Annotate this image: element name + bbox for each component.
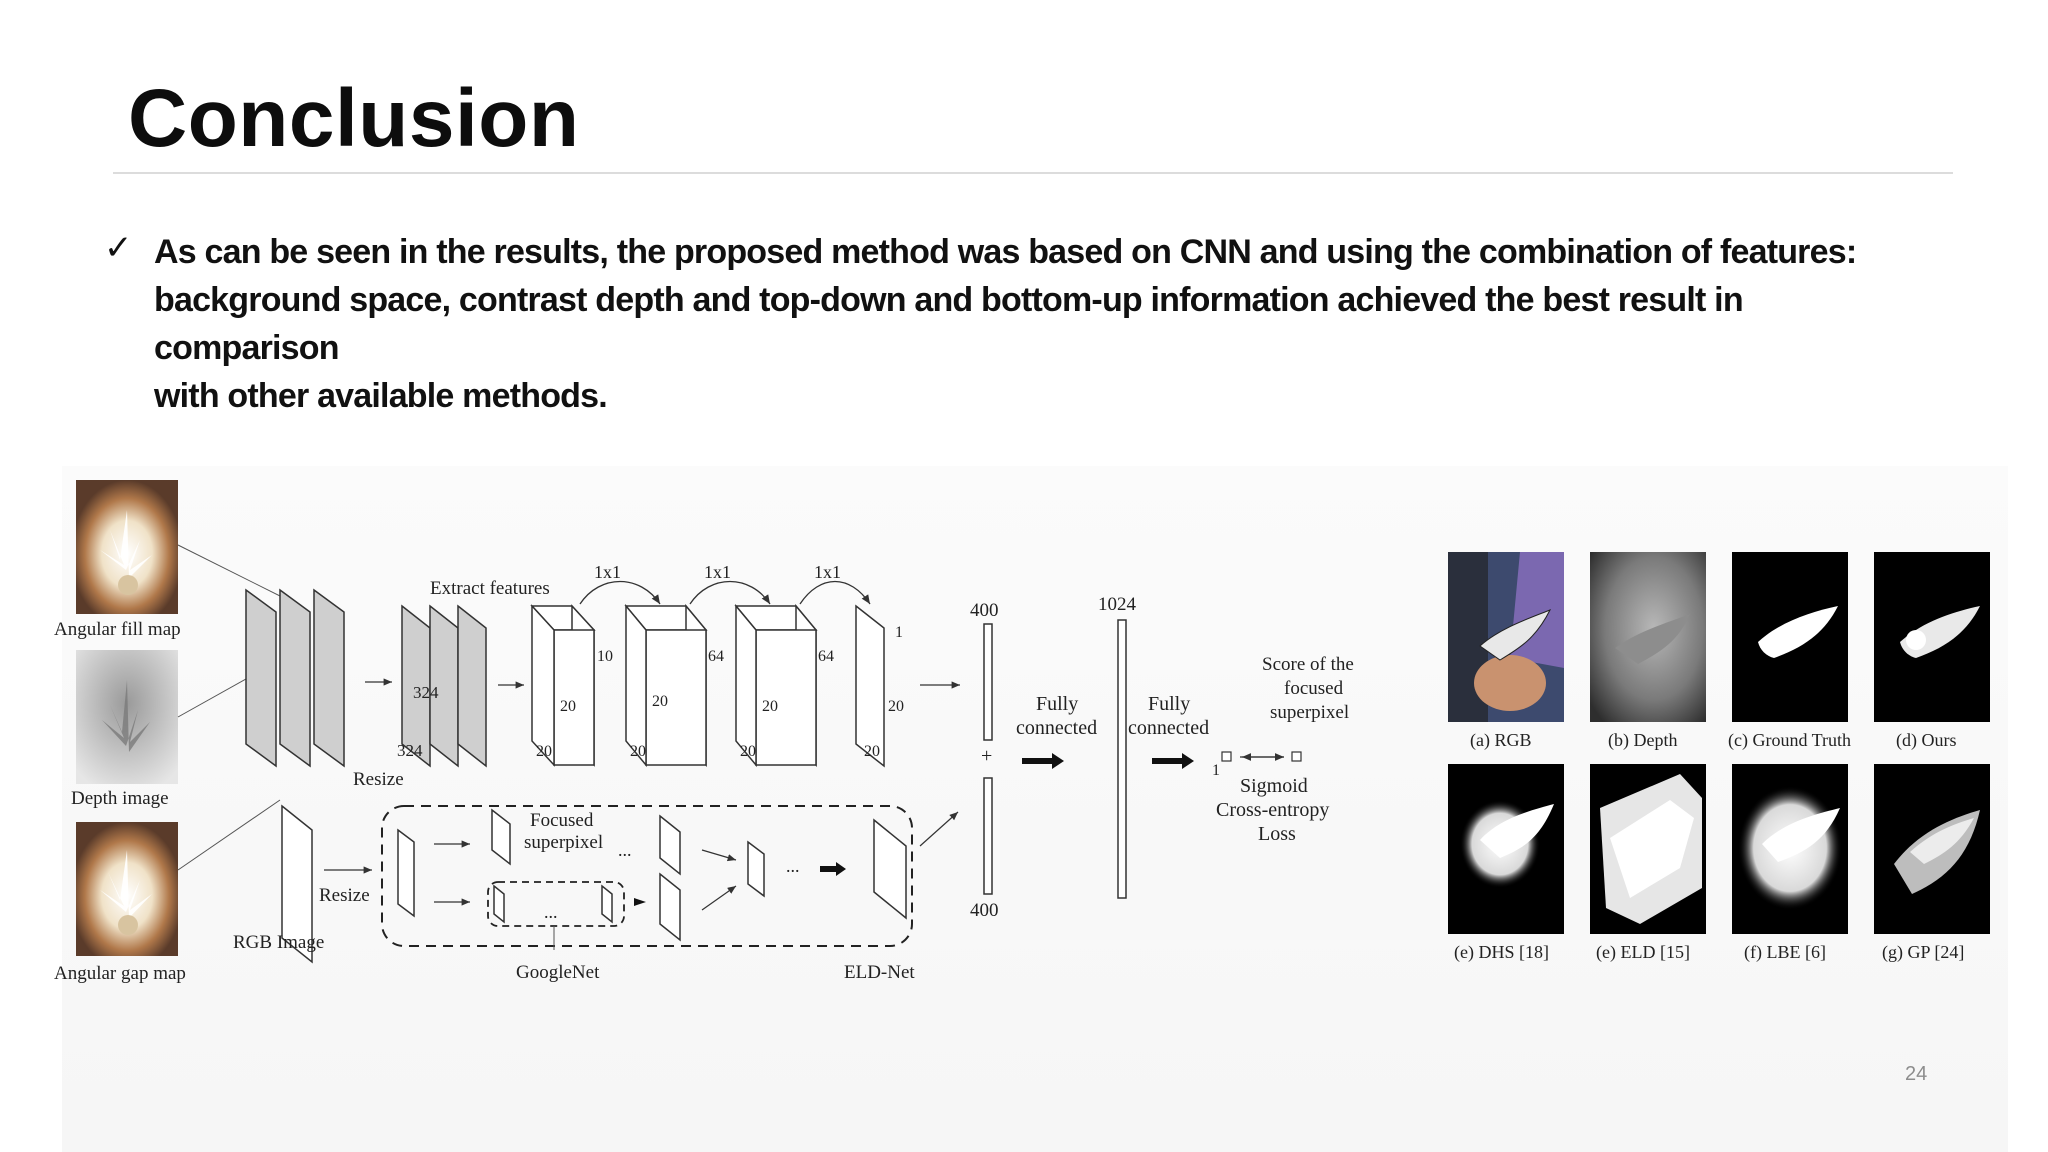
score-line-2: focused [1284,678,1344,699]
dim-64-a: 64 [708,648,724,665]
connected-b: connected [1128,717,1209,739]
dim-324-b: 324 [397,741,423,760]
vector-1024 [1117,619,1127,899]
result-ground-truth [1732,552,1848,722]
conv-block-1 [530,604,596,767]
dim-64-b: 64 [818,648,834,665]
title-divider [113,172,1953,174]
label-angular-gap-map: Angular gap map [54,963,186,984]
vector-400-top [983,623,993,741]
kernel-1x1-a: 1x1 [594,562,621,582]
caption-ground-truth: (c) Ground Truth [1728,730,1851,751]
label-extract-features: Extract features [430,578,550,599]
vector-400-bottom [983,777,993,895]
caption-lbe: (f) LBE [6] [1744,942,1826,963]
loss-line-3: Loss [1258,823,1296,845]
label-focused: Focused [530,810,594,831]
label-angular-fill-map: Angular fill map [54,619,181,640]
fully-b: Fully [1148,693,1190,715]
dim-1024: 1024 [1098,594,1137,615]
caption-dhs: (e) DHS [18] [1454,942,1549,963]
dim-1: 1 [895,624,903,641]
dim-1-output: 1 [1212,762,1220,779]
caption-depth: (b) Depth [1608,730,1677,751]
input-angular-gap-map [76,822,178,956]
ellipsis-c: ... [786,856,800,876]
conv-block-3 [734,603,818,768]
result-depth [1590,552,1706,722]
results-grid: (a) RGB (b) Depth (c) Ground Truth (d) O… [1448,552,1990,963]
page-number: 24 [1905,1063,1928,1085]
result-dhs [1448,764,1564,934]
result-gp [1874,764,1990,934]
page-title: Conclusion [128,73,580,164]
dim-20-d: 20 [630,743,646,760]
loss-line-2: Cross-entropy [1216,799,1329,821]
caption-gp: (g) GP [24] [1882,942,1964,963]
conv-block-2 [624,603,708,768]
label-depth-image: Depth image [71,788,169,809]
label-googlenet: GoogleNet [516,962,600,983]
caption-ours: (d) Ours [1896,730,1957,751]
kernel-1x1-b: 1x1 [704,562,731,582]
label-rgb-image: RGB Image [233,932,324,953]
result-lbe [1732,764,1848,934]
label-resize-top: Resize [353,769,404,790]
dim-324-a: 324 [413,683,439,702]
dim-10: 10 [597,648,613,665]
resized-stack [401,604,487,768]
concat-plus: + [981,745,992,767]
connected-a: connected [1016,717,1097,739]
result-ours [1874,552,1990,722]
loss-line-1: Sigmoid [1240,775,1308,797]
input-stack [245,588,345,768]
dim-20-b: 20 [536,743,552,760]
score-line-3: superpixel [1270,702,1349,723]
dim-20-a: 20 [560,698,576,715]
input-depth-image [76,650,178,784]
label-superpixel: superpixel [524,832,603,853]
fully-a: Fully [1036,693,1078,715]
caption-rgb: (a) RGB [1470,730,1532,751]
input-angular-fill-map [76,480,178,614]
caption-eld: (e) ELD [15] [1596,942,1690,963]
check-icon: ✓ [104,228,133,268]
conclusion-text: As can be seen in the results, the propo… [154,233,1857,415]
dim-400-top: 400 [970,600,999,621]
dim-20-f: 20 [740,743,756,760]
dim-20-c: 20 [652,693,668,710]
result-eld [1590,764,1706,934]
score-line-1: Score of the [1262,654,1354,675]
result-rgb [1448,552,1564,722]
dim-20-h: 20 [864,743,880,760]
dim-20-g: 20 [888,698,904,715]
dim-20-e: 20 [762,698,778,715]
eldnet-dashed-box [381,805,913,947]
dim-400-bottom: 400 [970,900,999,921]
architecture-diagram: Angular fill map Depth image Angular gap… [54,480,1354,984]
kernel-1x1-c: 1x1 [814,562,841,582]
rgb-image-slab [281,804,313,964]
conv-block-4 [855,604,885,768]
ellipsis-a: ... [618,840,632,860]
label-eldnet: ELD-Net [844,962,915,983]
ellipsis-b: ... [544,902,558,922]
label-resize-bottom: Resize [319,885,370,906]
